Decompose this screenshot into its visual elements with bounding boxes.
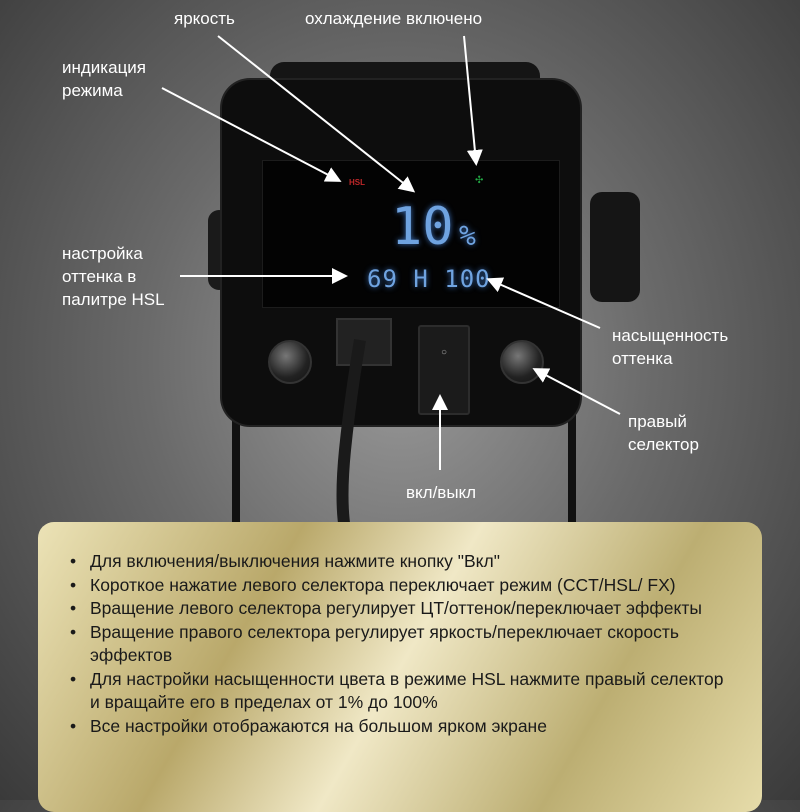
list-item: Короткое нажатие левого селектора перекл… bbox=[70, 574, 728, 598]
left-selector-knob[interactable] bbox=[268, 340, 312, 384]
instructions-list: Для включения/выключения нажмите кнопку … bbox=[38, 522, 762, 738]
stand-leg-left bbox=[232, 380, 240, 525]
label-line: режима bbox=[62, 81, 123, 100]
list-item: Для включения/выключения нажмите кнопку … bbox=[70, 550, 762, 574]
label-right-selector: правый селектор bbox=[628, 410, 699, 456]
label-hue-setting: настройка оттенка в палитре HSL bbox=[62, 242, 165, 311]
list-item: Все настройки отображаются на большом яр… bbox=[70, 715, 762, 739]
brightness-percent: % bbox=[459, 219, 476, 252]
list-item: Для настройки насыщенности цвета в режим… bbox=[70, 668, 738, 715]
label-power: вкл/выкл bbox=[406, 483, 477, 502]
hue-saturation-value: 69 H 100 bbox=[367, 265, 491, 293]
arrow-mode bbox=[161, 87, 342, 182]
label-line: настройка bbox=[62, 244, 143, 263]
list-item: Вращение правого селектора регулирует яр… bbox=[70, 621, 698, 668]
arrow-right-selector bbox=[532, 368, 621, 415]
brightness-value: 10 bbox=[391, 197, 454, 257]
stand-leg-right bbox=[568, 380, 576, 525]
arrow-cooling bbox=[463, 35, 483, 166]
right-side-knob[interactable] bbox=[590, 192, 640, 302]
arrow-brightness bbox=[217, 35, 416, 193]
mode-indicator: HSL bbox=[349, 178, 365, 187]
label-line: селектор bbox=[628, 435, 699, 454]
label-line: палитре HSL bbox=[62, 290, 165, 309]
label-line: насыщенность bbox=[612, 326, 729, 345]
label-line: индикация bbox=[62, 58, 147, 77]
label-line: оттенка bbox=[612, 349, 673, 368]
label-mode-indication: индикация режима bbox=[62, 56, 146, 102]
label-brightness: яркость bbox=[174, 9, 235, 28]
list-item: Вращение левого селектора регулирует ЦТ/… bbox=[70, 597, 718, 621]
fan-icon: ✣ bbox=[475, 175, 484, 186]
instructions-panel: Для включения/выключения нажмите кнопку … bbox=[38, 522, 762, 812]
label-cooling: охлаждение включено bbox=[305, 9, 483, 28]
arrow-saturation bbox=[486, 277, 601, 329]
label-line: оттенка в bbox=[62, 267, 137, 286]
label-line: правый bbox=[628, 412, 687, 431]
label-saturation: насыщенность оттенка bbox=[612, 324, 728, 370]
